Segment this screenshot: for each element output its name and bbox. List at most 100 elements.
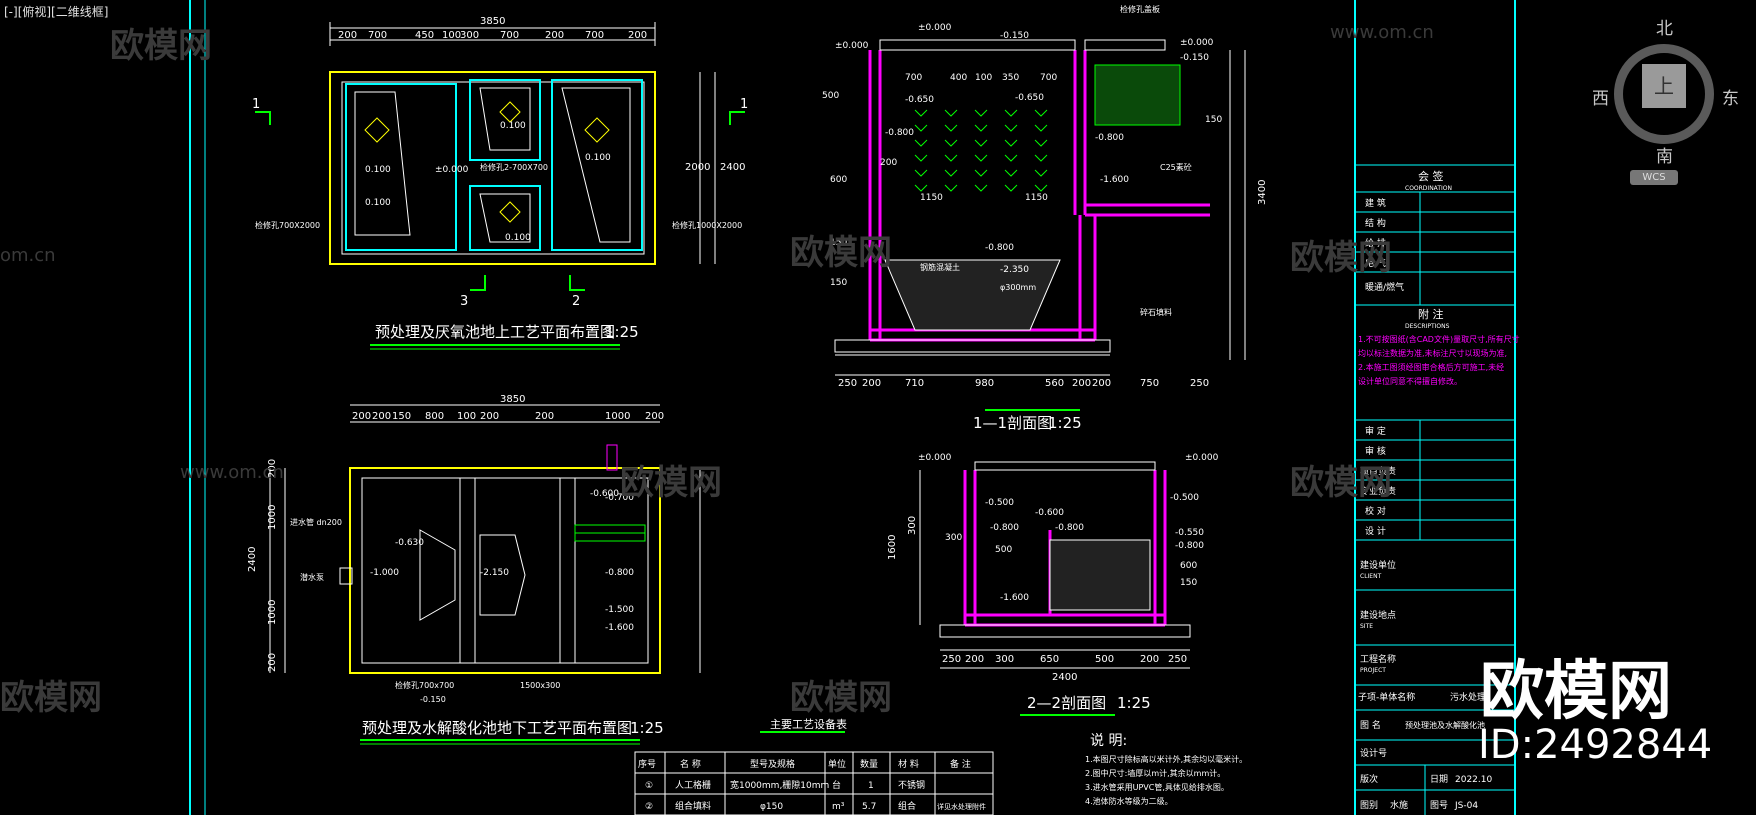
dim-plan-upper-part: 100 [442, 30, 461, 41]
tb-sheet-label: 图号 [1430, 800, 1448, 811]
tb-drawing-label: 图 名 [1360, 719, 1381, 731]
tb-date-label: 日期 [1430, 774, 1448, 785]
tb-drawing-value: 预处理池及水解酸化池 [1405, 720, 1485, 730]
equipment-table-text: 主要工艺设备表 序号 名 称 型号及规格 单位 数量 材 料 备 注 ① 人工格… [638, 717, 986, 812]
scale-label: 1:25 [1117, 694, 1151, 712]
note-label: 检修孔700X2000 [255, 220, 320, 230]
dim-label: 200 [880, 158, 897, 168]
dim-plan-lower-left: 1000 [267, 505, 278, 530]
dim-label: 350 [1002, 73, 1019, 83]
level-label: -0.500 [985, 498, 1014, 508]
dim-section1: 560 [1045, 378, 1064, 389]
section-2-2-labels: 250 200 300 650 500 200 250 2400 1600 30… [887, 453, 1219, 712]
section-1-1 [834, 39, 1246, 411]
dim-label: 400 [950, 73, 967, 83]
compass-north[interactable]: 北 [1656, 19, 1673, 39]
level-label: 0.100 [365, 198, 391, 208]
plan-lower [269, 404, 701, 745]
note-label: 检修孔2-700X700 [480, 162, 548, 172]
dim-plan-lower-part: 200 [372, 411, 391, 422]
general-notes: 说 明: 1.本图尺寸除标高以米计外,其余均以毫米计。 2.图中尺寸:墙厚以m计… [1085, 733, 1247, 806]
wcs-menu[interactable]: WCS [1630, 170, 1678, 185]
dim-plan-upper-part: 700 [368, 30, 387, 41]
dim-section1: 200 [1072, 378, 1091, 389]
tb-client-en: CLIENT [1360, 573, 1382, 580]
tb-sheet-value: JS-04 [1454, 801, 1478, 811]
dim-plan-upper-part: 300 [460, 30, 479, 41]
dim-plan-lower-left: 200 [267, 653, 278, 672]
dim-plan-lower-part: 150 [392, 411, 411, 422]
dim-label: 1150 [1025, 193, 1048, 203]
viewcube-top-face[interactable]: 上 [1642, 64, 1686, 108]
compass-east[interactable]: 东 [1722, 89, 1739, 109]
equipment-header: 数量 [860, 758, 878, 770]
dim-section1: 710 [905, 378, 924, 389]
plan-lower-labels: 3850 200 200 150 800 100 200 200 1000 20… [247, 394, 664, 737]
level-label: -0.800 [990, 523, 1019, 533]
dim-section2: 500 [1095, 654, 1114, 665]
dim-section1: 750 [1140, 378, 1159, 389]
note-line: 3.进水管采用UPVC管,具体见给排水图。 [1085, 782, 1229, 792]
note-label: 检修孔1000X2000 [672, 220, 742, 230]
section-1-1-labels: 250 200 710 980 560 200 200 750 250 3400… [822, 4, 1268, 432]
dim-plan-upper-part: 700 [500, 30, 519, 41]
equipment-header: 型号及规格 [750, 758, 795, 770]
compass-west[interactable]: 西 [1592, 89, 1609, 109]
tb-project-en: PROJECT [1360, 667, 1386, 674]
equipment-header: 名 称 [680, 758, 701, 770]
level-label: ±0.000 [835, 41, 869, 51]
compass-south[interactable]: 南 [1656, 147, 1673, 167]
equipment-cell: ② [645, 802, 653, 812]
viewport-label[interactable]: [-][俯视][二维线框] [4, 5, 109, 19]
equipment-cell: 不锈钢 [898, 779, 925, 791]
tb-sign-row: 结 构 [1365, 217, 1386, 229]
dim-plan-lower-left: 200 [267, 459, 278, 478]
level-label: -0.630 [395, 538, 424, 548]
viewcube[interactable]: 北 西 东 南 上 WCS [1592, 14, 1742, 189]
dim-section2: 200 [1140, 654, 1159, 665]
equipment-cell: m³ [832, 802, 845, 812]
dim-section2: 300 [995, 654, 1014, 665]
compass-ring[interactable] [1614, 44, 1714, 144]
level-label: -0.650 [905, 95, 934, 105]
level-label: -2.150 [480, 568, 509, 578]
dim-section1: 200 [1092, 378, 1111, 389]
level-label: -1.000 [370, 568, 399, 578]
scale-label: 1:25 [630, 719, 664, 737]
note-label: 碎石填料 [1140, 307, 1172, 317]
note-label: φ300mm [1000, 283, 1036, 292]
note-label: 检修孔盖板 [1120, 4, 1160, 14]
dim-plan-lower-part: 200 [480, 411, 499, 422]
level-label: 0.100 [585, 153, 611, 163]
dim-section2: 250 [942, 654, 961, 665]
dim-label: 600 [830, 175, 847, 185]
level-label: 0.100 [365, 165, 391, 175]
dim-section1: 250 [1190, 378, 1209, 389]
dim-plan-upper-part: 200 [545, 30, 564, 41]
dim-section1: 250 [838, 378, 857, 389]
equipment-header: 单位 [828, 758, 846, 770]
level-label: -0.800 [1095, 133, 1124, 143]
tb-sign-heading-en: COORDINATION [1405, 185, 1452, 192]
equipment-cell: 组合 [898, 800, 916, 812]
tb-notes-heading: 附 注 [1418, 307, 1444, 321]
equipment-cell: 组合填料 [675, 800, 711, 812]
dim-plan-lower-part: 200 [352, 411, 371, 422]
dim-plan-upper-part: 200 [628, 30, 647, 41]
tb-discipline-value: 水施 [1390, 799, 1408, 811]
level-label: -1.600 [605, 623, 634, 633]
level-label: -1.600 [1000, 593, 1029, 603]
level-label: -1.600 [1100, 175, 1129, 185]
note-label: 1500x300 [520, 681, 560, 690]
tb-sign-row: 电 气 [1365, 257, 1386, 269]
dim-plan-lower-left: 1000 [267, 600, 278, 625]
dim-label: 500 [995, 545, 1012, 555]
level-label: ±0.000 [1185, 453, 1219, 463]
tb-project-label: 工程名称 [1360, 653, 1396, 665]
dim-plan-upper-right: 2000 [685, 162, 710, 173]
tb-notes-heading-en: DESCRIPTIONS [1405, 323, 1450, 330]
dim-plan-upper-part: 200 [338, 30, 357, 41]
tb-contract-label: 设计号 [1360, 747, 1387, 759]
level-label: -0.650 [1015, 93, 1044, 103]
